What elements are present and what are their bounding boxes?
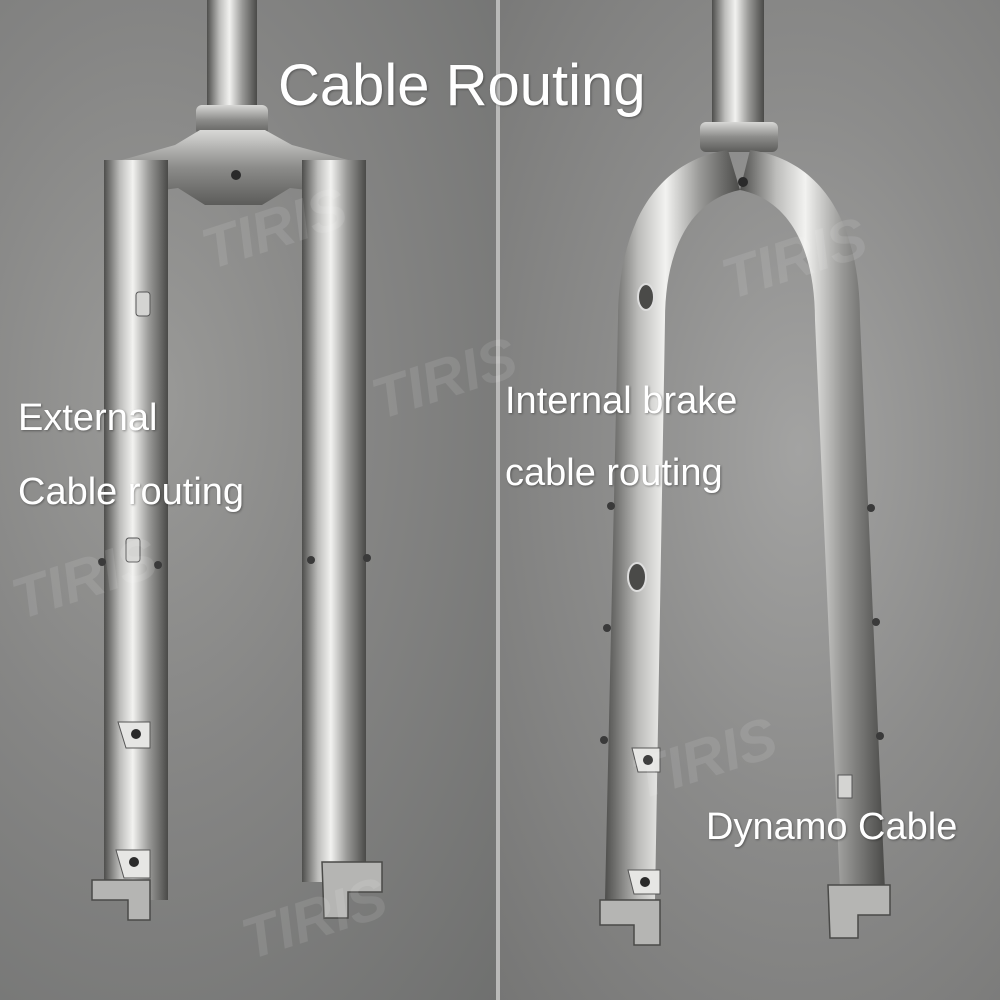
steerer-tube-right xyxy=(712,0,764,130)
left-dropout xyxy=(91,879,151,921)
mount-r6 xyxy=(876,732,884,740)
brake-mount-right-hole-2 xyxy=(640,877,650,887)
panel-divider xyxy=(496,0,500,1000)
crown-cable-hole-right xyxy=(738,177,748,187)
rack-mount-2 xyxy=(154,561,162,569)
cable-guide-lower xyxy=(125,537,141,563)
crown-race-right xyxy=(700,122,778,152)
right-dropout xyxy=(321,861,383,919)
mount-r1 xyxy=(607,502,615,510)
crown-cable-hole xyxy=(231,170,241,180)
crown-race xyxy=(196,105,268,135)
mount-r2 xyxy=(603,624,611,632)
curved-blade-left xyxy=(605,150,740,900)
watermark-3: TIRIS xyxy=(364,325,525,433)
steerer-tube xyxy=(207,0,257,112)
dynamo-cable-port xyxy=(837,774,853,799)
brake-mount-right-hole xyxy=(643,755,653,765)
left-fork-blade xyxy=(104,160,168,900)
rack-mount-1 xyxy=(98,558,106,566)
internal-label-line2: cable routing xyxy=(505,452,723,494)
mount-r4 xyxy=(867,504,875,512)
curved-fork xyxy=(599,0,891,946)
mount-r5 xyxy=(872,618,880,626)
internal-label-line1: Internal brake xyxy=(505,380,738,422)
right-fork-dropout-left xyxy=(599,899,661,946)
page-title: Cable Routing xyxy=(278,53,646,118)
dynamo-cable-label: Dynamo Cable xyxy=(706,806,958,848)
mount-r3 xyxy=(600,736,608,744)
brake-mount-hole-2 xyxy=(129,857,139,867)
internal-cable-port-upper xyxy=(637,283,655,311)
internal-cable-port-lower xyxy=(627,562,647,592)
rack-mount-4 xyxy=(363,554,371,562)
cable-guide-upper xyxy=(135,291,151,317)
straight-fork xyxy=(91,0,383,921)
right-fork-dropout-right xyxy=(827,884,891,939)
rack-mount-3 xyxy=(307,556,315,564)
fork-crown xyxy=(122,130,350,205)
brake-mount-hole xyxy=(131,729,141,739)
external-label-line2: Cable routing xyxy=(18,471,245,513)
right-fork-blade xyxy=(302,160,366,882)
external-label-line1: External xyxy=(18,397,158,439)
curved-blade-right xyxy=(740,150,885,890)
